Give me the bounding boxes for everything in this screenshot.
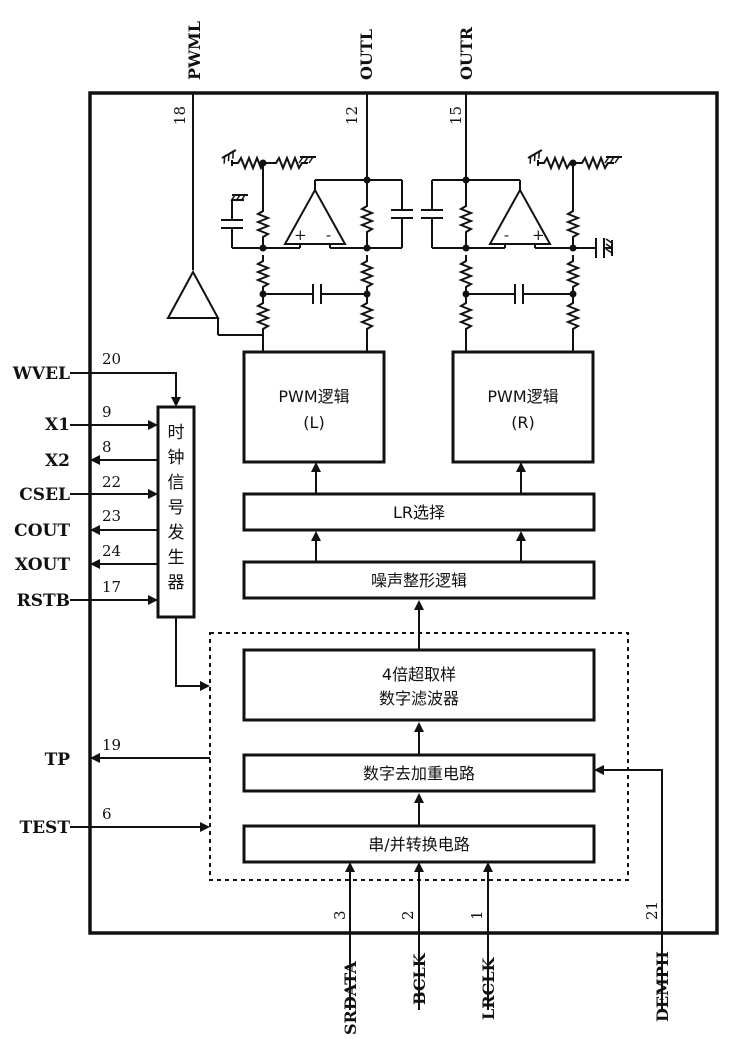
clock-gen-char-1: 时 <box>168 423 185 443</box>
noise-shaping-label: 噪声整形逻辑 <box>371 571 467 590</box>
pin-pwml-label: PWML <box>185 21 204 80</box>
pin-x2-number: 8 <box>102 438 112 456</box>
clock-gen-char-3: 信 <box>168 473 185 493</box>
pin-test-number: 6 <box>102 805 112 823</box>
pin-cout-label: COUT <box>14 521 70 541</box>
serial-parallel-label: 串/并转换电路 <box>368 835 469 854</box>
pwm-logic-right-block: PWM逻辑 (R) <box>451 350 595 464</box>
pin-wvel-number: 20 <box>102 350 121 368</box>
right-analog-filter: - + <box>421 149 623 352</box>
op-amp-minus-r: - <box>504 226 509 244</box>
pin-csel: CSEL 22 <box>19 473 158 505</box>
pin-outl: OUTL 12 <box>343 29 376 180</box>
lr-select-block: LR选择 <box>242 492 596 532</box>
pwm-l-line1: PWM逻辑 <box>278 387 349 406</box>
pin-xout-number: 24 <box>102 542 121 560</box>
clock-gen-char-6: 生 <box>168 548 185 568</box>
pin-pwml: PWML 18 <box>171 21 204 270</box>
oversampling-filter-block: 4倍超取样 数字滤波器 <box>242 648 596 722</box>
pin-test: TEST 6 <box>19 805 210 838</box>
lr-select-label: LR选择 <box>393 503 445 522</box>
pin-outr-label: OUTR <box>457 26 476 80</box>
pin-outl-number: 12 <box>343 106 361 125</box>
pin-lrclk: 1 LRCLK <box>468 862 498 1020</box>
pin-csel-number: 22 <box>102 473 121 491</box>
pin-tp: TP 19 <box>45 736 210 770</box>
pin-x2: X2 8 <box>45 438 158 471</box>
pin-srdata-label: SRDATA <box>341 961 360 1035</box>
pin-rstb-number: 17 <box>102 578 121 596</box>
pwm-l-line2: (L) <box>303 413 324 432</box>
deemphasis-label: 数字去加重电路 <box>363 764 475 783</box>
clock-generator-block: 时 钟 信 号 发 生 器 <box>156 405 196 619</box>
ground-symbol-icon <box>220 149 240 165</box>
pin-cout: COUT 23 <box>14 507 158 541</box>
pin-rstb-label: RSTB <box>17 591 70 611</box>
op-amp-minus: - <box>326 226 331 244</box>
oversampling-line2: 数字滤波器 <box>379 689 459 708</box>
noise-shaping-block: 噪声整形逻辑 <box>242 560 596 600</box>
pin-wvel: WVEL 20 <box>12 350 181 407</box>
pin-rstb: RSTB 17 <box>17 578 158 611</box>
pin-tp-number: 19 <box>102 736 121 754</box>
pwm-logic-left-block: PWM逻辑 (L) <box>242 350 386 464</box>
pwm-r-line2: (R) <box>511 413 535 432</box>
op-amp-left <box>283 187 347 245</box>
clock-gen-char-5: 发 <box>168 523 185 543</box>
pin-x2-label: X2 <box>45 451 70 471</box>
pin-xout: XOUT 24 <box>15 542 158 575</box>
op-amp-right <box>488 187 552 245</box>
pin-x1-label: X1 <box>45 415 70 435</box>
pin-srdata: 3 SRDATA <box>331 862 360 1035</box>
pin-bclk: 2 BCLK <box>399 862 429 1010</box>
pin-wvel-label: WVEL <box>12 364 70 384</box>
chip-frame <box>88 91 719 935</box>
pin-csel-label: CSEL <box>19 485 70 505</box>
pin-xout-label: XOUT <box>15 555 71 575</box>
pin-cout-number: 23 <box>102 507 121 525</box>
oversampling-line1: 4倍超取样 <box>382 665 456 684</box>
pin-demph: 21 DEMPH <box>594 765 672 1022</box>
buffer-amp <box>166 269 220 319</box>
serial-parallel-block: 串/并转换电路 <box>242 824 596 864</box>
pin-pwml-number: 18 <box>171 106 189 125</box>
clock-gen-char-7: 器 <box>168 573 185 593</box>
deemphasis-block: 数字去加重电路 <box>242 753 596 793</box>
pin-bclk-label: BCLK <box>410 952 429 1005</box>
pin-test-label: TEST <box>19 818 70 838</box>
pin-x1-number: 9 <box>102 403 112 421</box>
pin-demph-number: 21 <box>643 901 661 920</box>
pin-lrclk-number: 1 <box>468 910 486 920</box>
pin-outr-number: 15 <box>447 106 465 125</box>
pin-tp-label: TP <box>45 750 71 770</box>
pin-outr: OUTR 15 <box>447 26 476 180</box>
clock-gen-char-4: 号 <box>168 498 185 518</box>
pin-lrclk-label: LRCLK <box>479 956 498 1020</box>
pin-bclk-number: 2 <box>399 910 417 920</box>
pwm-r-line1: PWM逻辑 <box>487 387 558 406</box>
pin-demph-label: DEMPH <box>653 951 672 1022</box>
ground-symbol-icon <box>526 149 546 165</box>
pin-srdata-number: 3 <box>331 910 349 920</box>
clock-gen-char-2: 钟 <box>168 448 185 468</box>
pin-outl-label: OUTL <box>357 29 376 80</box>
op-amp-plus-r: + <box>532 226 545 244</box>
pin-x1: X1 9 <box>45 403 158 435</box>
op-amp-plus: + <box>294 226 307 244</box>
left-analog-filter: + - <box>166 149 413 352</box>
